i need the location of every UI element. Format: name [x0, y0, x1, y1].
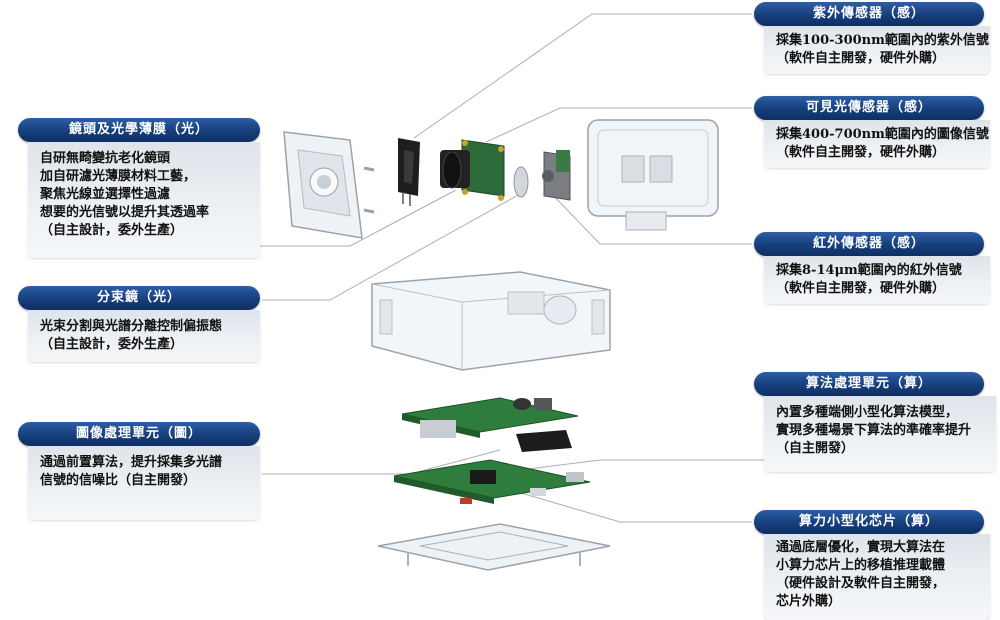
uv-sensor-part	[398, 138, 420, 206]
callout-line: 信號的信噪比（自主開發）	[40, 473, 197, 488]
callout-line: 採集100-300nm範圍內的紫外信號	[776, 33, 989, 48]
callout-line: （自主設計，委外生產）	[40, 223, 184, 238]
callout-description: 通過前置算法，提升採集多光譜 信號的信噪比（自主開發）	[28, 446, 260, 520]
callout-title: 紫外傳感器（感）	[754, 2, 984, 26]
callout-line: （軟件自主開發，硬件外購）	[776, 145, 946, 160]
callout-line: （自主開發）	[776, 441, 855, 456]
ir-sensor-part	[542, 150, 571, 201]
main-housing-part	[371, 271, 611, 371]
callout-line: 小算力芯片上的移植推理載體	[776, 558, 946, 573]
callout-description: 內置多種端側小型化算法模型， 實現多種場景下算法的準確率提升 （自主開發）	[764, 396, 996, 472]
callout-line: 內置多種端側小型化算法模型，	[776, 405, 959, 420]
callout-line: （自主設計，委外生產）	[40, 337, 184, 352]
callout-title: 圖像處理單元（圖）	[18, 422, 260, 446]
callout-line: 光束分割與光譜分離控制偏振態	[40, 319, 223, 334]
callout-title: 可見光傳感器（感）	[754, 96, 984, 120]
callout-title: 算力小型化芯片（算）	[754, 510, 984, 534]
callout-title: 分束鏡（光）	[18, 286, 260, 310]
callout-line: （軟件自主開發，硬件外購）	[776, 51, 946, 66]
rear-housing-part	[587, 119, 719, 231]
callout-line: 通過底層優化，實現大算法在	[776, 540, 946, 555]
callout-description: 採集400-700nm範圍內的圖像信號 （軟件自主開發，硬件外購）	[764, 120, 990, 168]
callout-line: 想要的光信號以提升其透過率	[40, 205, 210, 220]
compute-board-part	[393, 459, 591, 504]
callout-title: 紅外傳感器（感）	[754, 232, 984, 256]
beam-splitter-part	[513, 166, 529, 198]
callout-description: 通過底層優化，實現大算法在 小算力芯片上的移植推理載體 （硬件設計及軟件自主開發…	[764, 534, 990, 620]
base-plate-part	[377, 523, 611, 571]
callout-description: 採集100-300nm範圍內的紫外信號 （軟件自主開發，硬件外購）	[764, 26, 990, 74]
callout-line: 自研無畸變抗老化鏡頭	[40, 151, 171, 166]
callout-line: 通過前置算法，提升採集多光譜	[40, 455, 223, 470]
callout-line: （硬件設計及軟件自主開發，	[776, 576, 946, 591]
front-cover-part	[283, 131, 375, 239]
callout-title: 算法處理單元（算）	[754, 372, 984, 396]
callout-line: 採集400-700nm範圍內的圖像信號	[776, 127, 989, 142]
callout-line: 採集8-14μm範圍內的紅外信號	[776, 263, 962, 278]
visible-camera-part	[440, 139, 505, 201]
callout-line: 芯片外購）	[776, 594, 842, 609]
callout-title: 鏡頭及光學薄膜（光）	[18, 118, 260, 142]
callout-line: 聚焦光線並選擇性過濾	[40, 187, 171, 202]
algorithm-board-part	[401, 397, 579, 452]
callout-line: （軟件自主開發，硬件外購）	[776, 281, 946, 296]
callout-description: 自研無畸變抗老化鏡頭 加自研濾光薄膜材料工藝， 聚焦光線並選擇性過濾 想要的光信…	[28, 142, 260, 258]
callout-line: 實現多種場景下算法的準確率提升	[776, 423, 972, 438]
callout-line: 加自研濾光薄膜材料工藝，	[40, 169, 197, 184]
callout-description: 採集8-14μm範圍內的紅外信號 （軟件自主開發，硬件外購）	[764, 256, 990, 304]
callout-description: 光束分割與光譜分離控制偏振態 （自主設計，委外生產）	[28, 310, 260, 362]
